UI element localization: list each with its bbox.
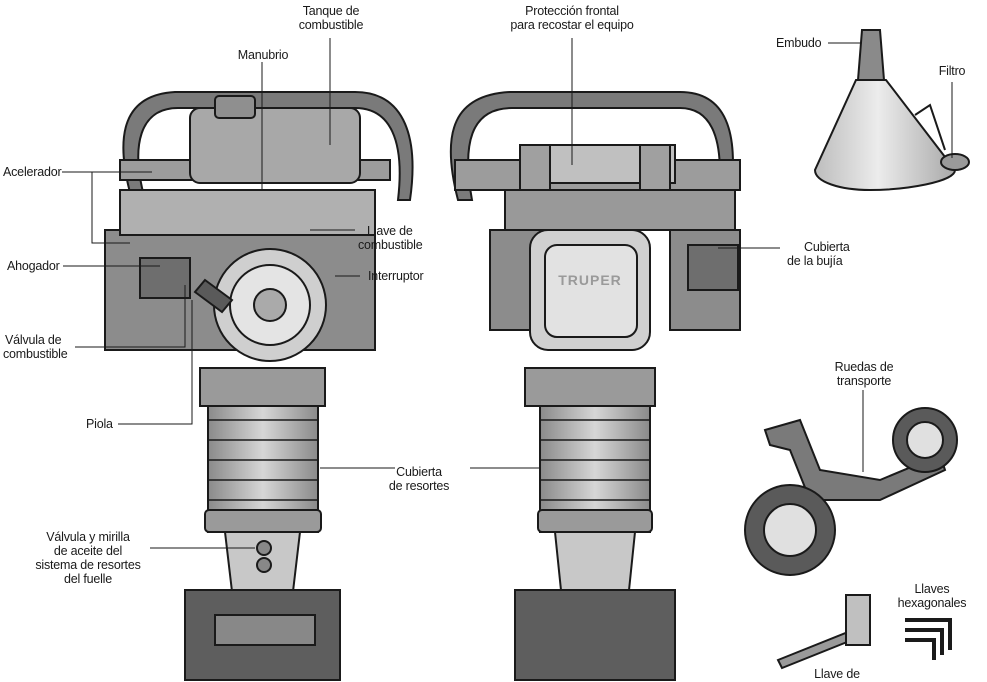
label-valvula-aceite-line2: de aceite del xyxy=(53,544,123,558)
label-valvula-combustible-line2: combustible xyxy=(3,347,68,361)
label-piola: Piola xyxy=(86,417,113,431)
label-ruedas-line1: Ruedas de xyxy=(834,360,894,374)
label-proteccion-line2: para recostar el equipo xyxy=(510,18,634,32)
funnel-illustration xyxy=(813,29,957,192)
label-llave-bujia: Llave de xyxy=(814,667,860,681)
label-tanque-line1: Tanque de xyxy=(302,4,360,18)
filter-illustration xyxy=(940,153,970,171)
label-valvula-aceite-line3: sistema de resortes xyxy=(35,558,141,572)
spark-plug-wrench xyxy=(776,594,871,670)
label-acelerador: Acelerador xyxy=(3,165,62,179)
label-embudo: Embudo xyxy=(776,36,822,50)
label-llaves-hex-line2: hexagonales xyxy=(897,596,967,610)
hex-keys xyxy=(905,618,952,660)
label-llaves-hex-line1: Llaves xyxy=(914,582,950,596)
label-llave-combustible-line1: Llave de xyxy=(367,224,413,238)
label-valvula-combustible-line1: Válvula de xyxy=(5,333,62,347)
label-ahogador: Ahogador xyxy=(7,259,60,273)
callout-lines xyxy=(62,38,953,549)
label-cubierta-resortes-line1: Cubierta xyxy=(396,465,442,479)
label-cubierta-resortes-line2: de resortes xyxy=(388,479,450,493)
label-filtro: Filtro xyxy=(938,64,966,78)
left-rammer-illustration xyxy=(104,91,414,681)
label-tanque-line2: combustible xyxy=(298,18,364,32)
label-manubrio: Manubrio xyxy=(237,48,289,62)
label-llave-combustible-line2: combustible xyxy=(358,238,423,252)
label-proteccion-line1: Protección frontal xyxy=(525,4,619,18)
label-ruedas-line2: transporte xyxy=(836,374,892,388)
brand-text: TRUPER xyxy=(558,272,622,288)
label-cubierta-bujia-line2: de la bujía xyxy=(787,254,843,268)
fuel-tank xyxy=(189,107,361,184)
label-cubierta-bujia-line1: Cubierta xyxy=(804,240,850,254)
center-rammer-illustration xyxy=(449,91,741,681)
label-valvula-aceite-line4: del fuelle xyxy=(63,572,113,586)
label-valvula-aceite-line1: Válvula y mirilla xyxy=(46,530,130,544)
label-interruptor: Interruptor xyxy=(368,269,424,283)
handle-frame xyxy=(122,91,414,201)
transport-wheels-illustration xyxy=(744,407,958,576)
